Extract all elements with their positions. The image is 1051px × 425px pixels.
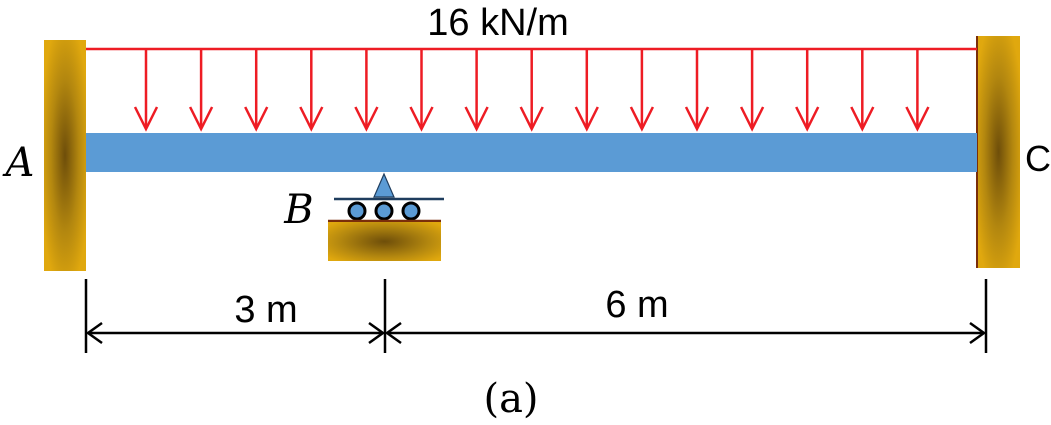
roller-ground (328, 222, 441, 261)
load-arrow (188, 49, 214, 132)
dimension-arrow-6m (384, 321, 987, 345)
beam (86, 133, 977, 172)
load-arrow (354, 49, 379, 132)
label-c: C (1025, 138, 1051, 179)
support-pin-triangle (373, 172, 395, 198)
load-arrows (133, 49, 930, 132)
load-arrow (244, 49, 269, 132)
figure-caption: (a) (483, 376, 538, 422)
load-arrow (795, 49, 820, 132)
roller-wheel (401, 201, 421, 221)
roller-support (328, 172, 444, 261)
dimension-label-3m: 3 m (234, 289, 297, 331)
dimension-arrow-3m (85, 321, 386, 345)
load-arrow (739, 49, 765, 132)
load-arrow (464, 49, 489, 132)
roller-wheel (347, 201, 367, 221)
label-a: A (2, 140, 35, 186)
load-arrow (850, 49, 875, 132)
load-arrow (905, 49, 930, 132)
left-wall (44, 40, 86, 271)
load-arrow (299, 49, 324, 132)
right-wall (977, 36, 1020, 268)
load-arrow (133, 49, 159, 132)
label-b: B (283, 187, 313, 233)
load-arrow (409, 49, 434, 132)
dimension-label-6m: 6 m (605, 284, 668, 326)
load-arrow (629, 49, 655, 132)
load-arrow (574, 49, 599, 132)
load-label: 16 kN/m (427, 2, 568, 44)
load-arrow (519, 49, 544, 132)
load-arrow (684, 49, 710, 132)
roller-wheel (374, 201, 394, 221)
